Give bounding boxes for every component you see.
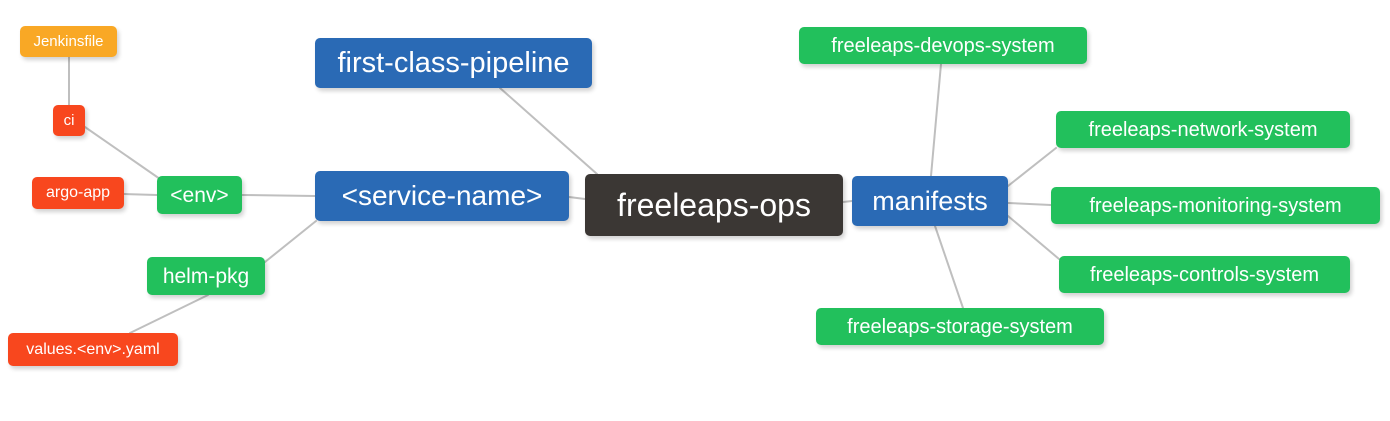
node-helm-pkg[interactable]: helm-pkg: [147, 257, 265, 295]
edge-argo-app-to-env: [123, 193, 158, 196]
edge-helm-pkg-to-values-yaml: [129, 294, 209, 334]
node-jenkinsfile[interactable]: Jenkinsfile: [20, 26, 117, 57]
node-label-first-class-pipeline: first-class-pipeline: [337, 46, 570, 79]
edge-manifests-to-freeleaps-storage-system: [934, 225, 964, 309]
node-env[interactable]: <env>: [157, 176, 242, 214]
node-service-name[interactable]: <service-name>: [315, 171, 569, 221]
node-ci[interactable]: ci: [53, 105, 85, 136]
node-label-env: <env>: [170, 183, 229, 207]
node-label-freeleaps-network-system: freeleaps-network-system: [1088, 118, 1318, 141]
node-label-freeleaps-monitoring-system: freeleaps-monitoring-system: [1089, 194, 1342, 217]
edge-service-name-to-freeleaps-ops: [568, 196, 586, 200]
node-manifests[interactable]: manifests: [852, 176, 1008, 226]
node-label-freeleaps-devops-system: freeleaps-devops-system: [831, 34, 1055, 57]
edge-manifests-to-freeleaps-network-system: [1007, 147, 1057, 187]
node-values-yaml[interactable]: values.<env>.yaml: [8, 333, 178, 366]
edge-service-name-to-helm-pkg: [264, 220, 317, 263]
node-freeleaps-network-system[interactable]: freeleaps-network-system: [1056, 111, 1350, 148]
node-label-manifests: manifests: [872, 185, 988, 216]
edge-first-class-pipeline-to-freeleaps-ops: [499, 87, 598, 175]
node-label-service-name: <service-name>: [341, 180, 543, 211]
edge-ci-to-env: [84, 126, 161, 180]
node-freeleaps-devops-system[interactable]: freeleaps-devops-system: [799, 27, 1087, 64]
node-label-freeleaps-ops: freeleaps-ops: [617, 187, 811, 223]
edge-env-to-service-name: [241, 194, 316, 197]
edge-manifests-to-freeleaps-controls-system: [1007, 215, 1060, 260]
edge-freeleaps-ops-to-manifests: [842, 200, 853, 203]
edge-manifests-to-freeleaps-devops-system: [930, 63, 942, 177]
node-freeleaps-monitoring-system[interactable]: freeleaps-monitoring-system: [1051, 187, 1380, 224]
node-label-values-yaml: values.<env>.yaml: [26, 340, 160, 358]
node-label-freeleaps-controls-system: freeleaps-controls-system: [1090, 263, 1319, 286]
node-freeleaps-ops[interactable]: freeleaps-ops: [585, 174, 843, 236]
node-freeleaps-storage-system[interactable]: freeleaps-storage-system: [816, 308, 1104, 345]
edge-manifests-to-freeleaps-monitoring-system: [1007, 202, 1052, 206]
node-label-ci: ci: [63, 112, 75, 129]
node-label-jenkinsfile: Jenkinsfile: [33, 33, 104, 50]
node-label-argo-app: argo-app: [45, 184, 111, 201]
node-first-class-pipeline[interactable]: first-class-pipeline: [315, 38, 592, 88]
node-argo-app[interactable]: argo-app: [32, 177, 124, 209]
node-label-freeleaps-storage-system: freeleaps-storage-system: [847, 315, 1073, 338]
node-freeleaps-controls-system[interactable]: freeleaps-controls-system: [1059, 256, 1350, 293]
node-label-helm-pkg: helm-pkg: [162, 264, 250, 288]
